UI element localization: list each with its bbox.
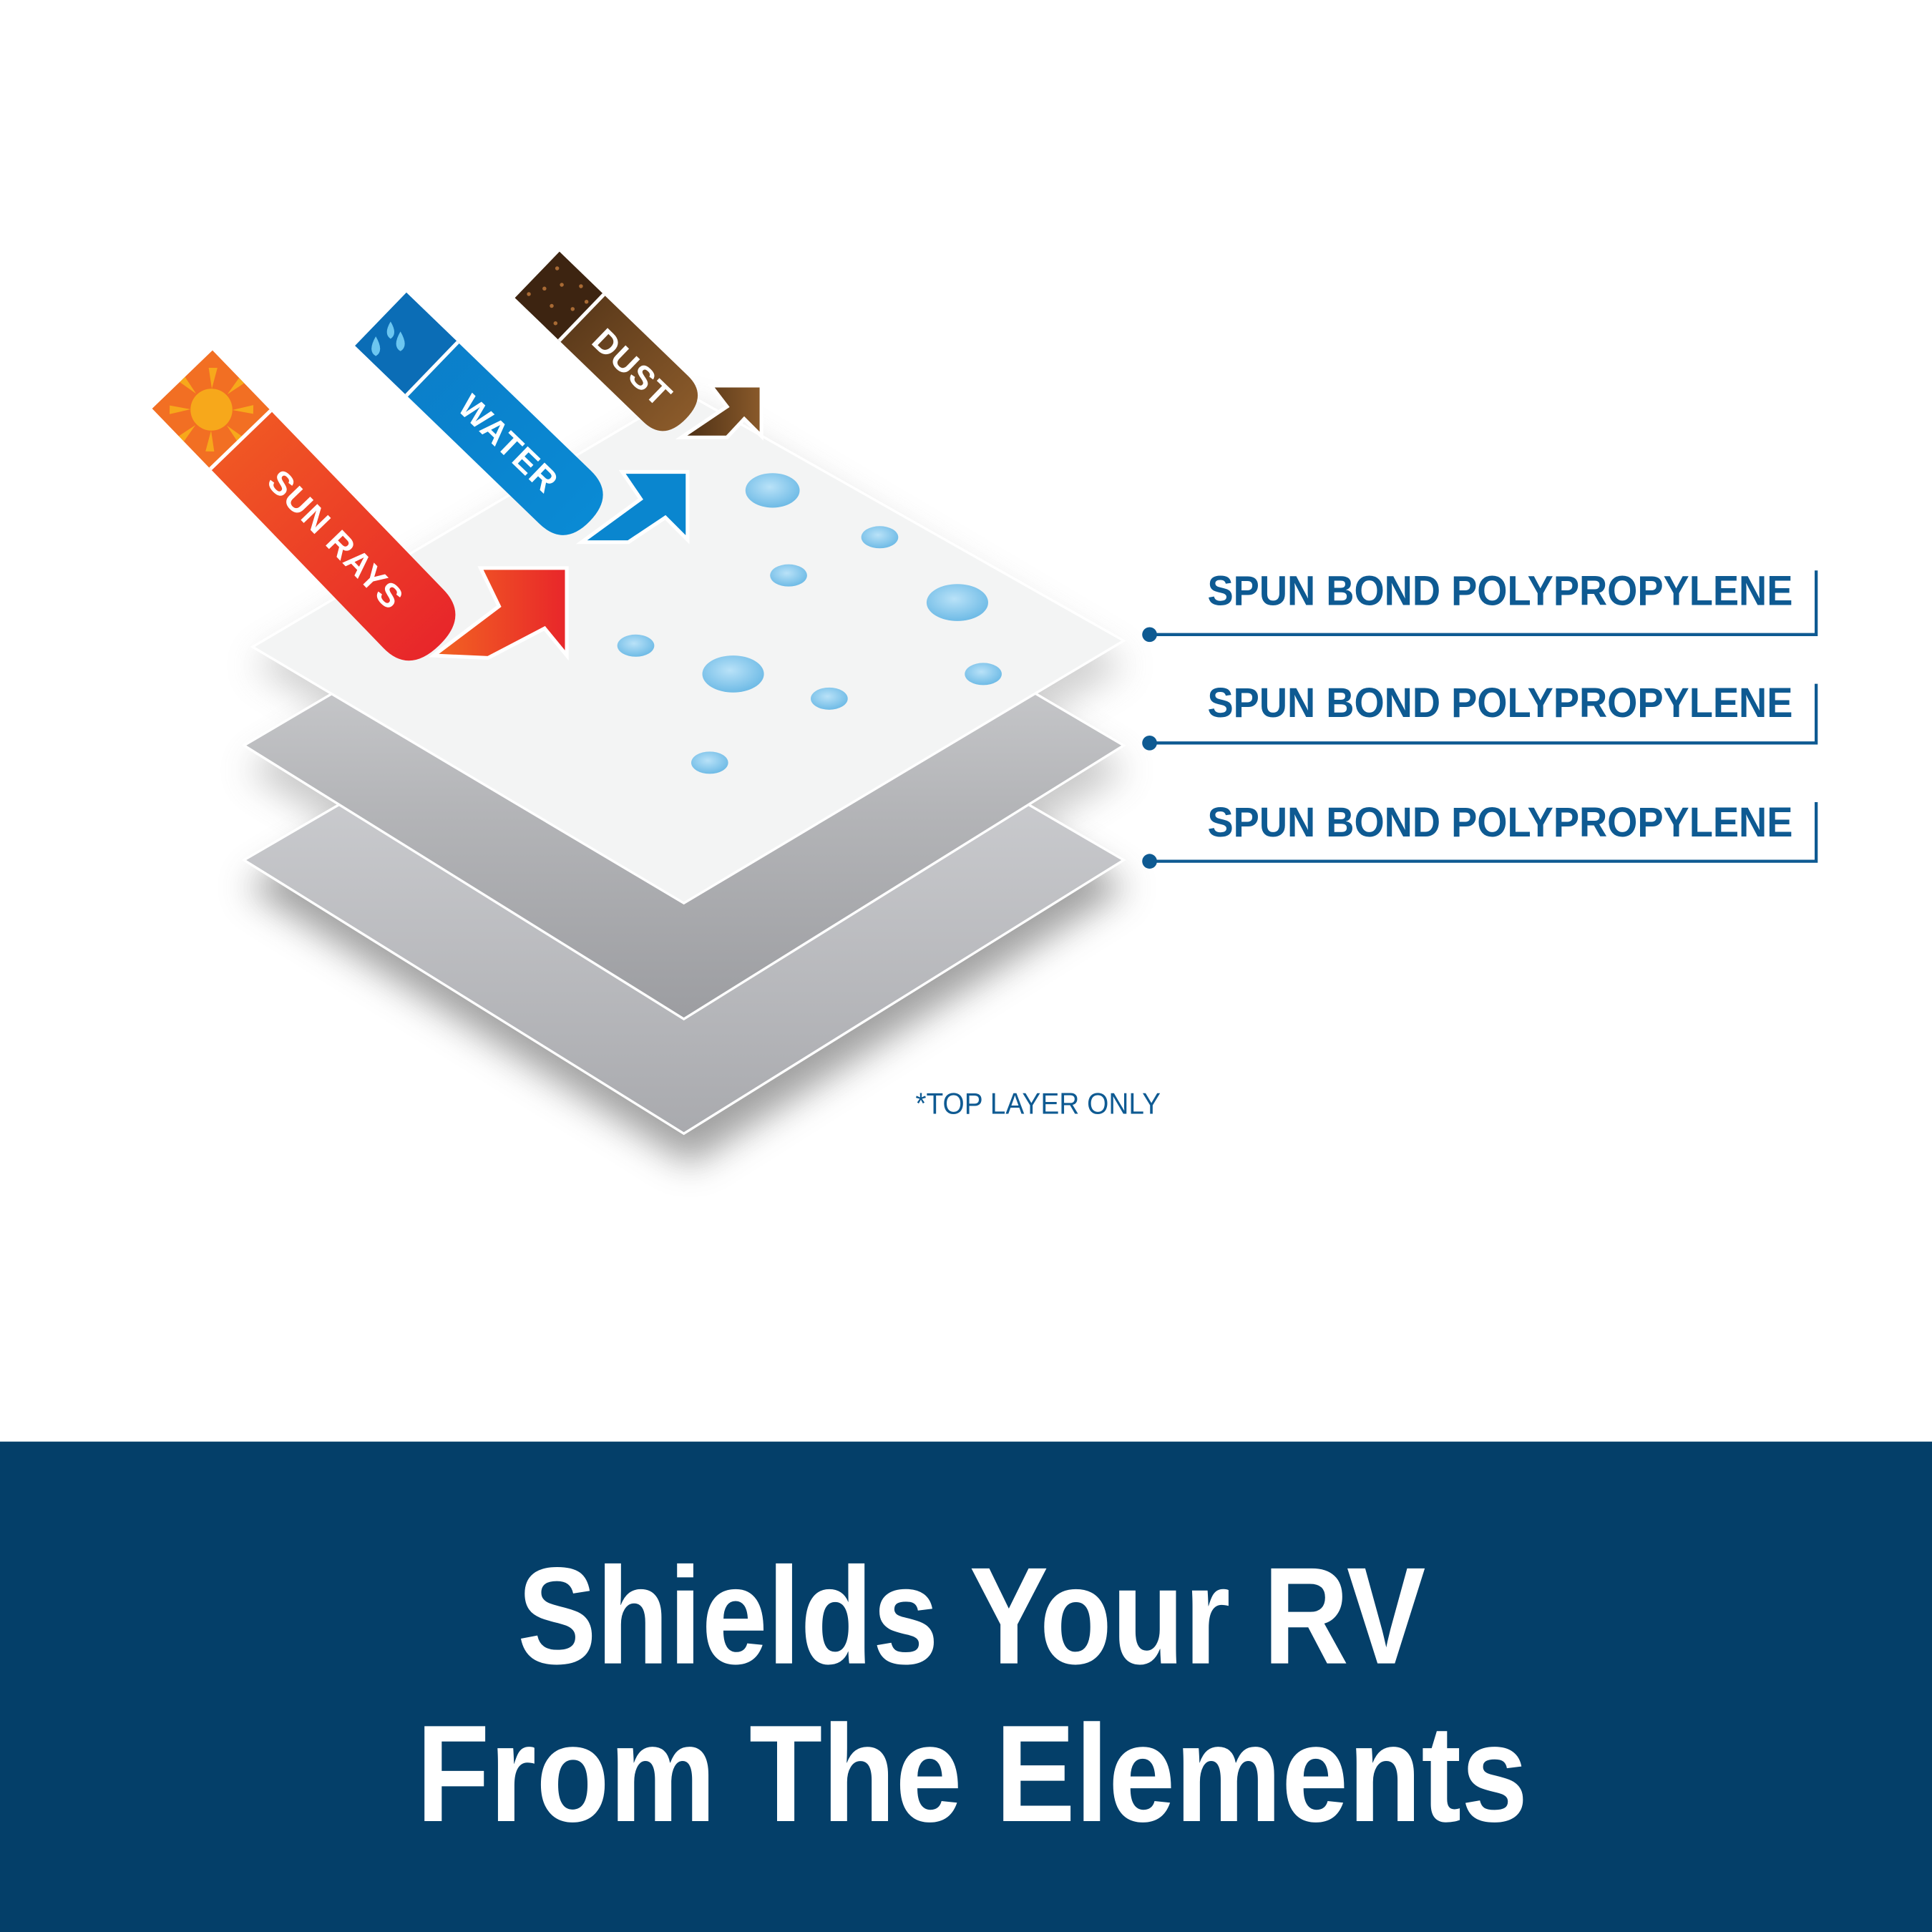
- layer-callout-3: SPUN BOND POLYPROPYLENE: [1142, 799, 1818, 869]
- droplet: [770, 564, 807, 587]
- water-droplets: [617, 473, 1002, 774]
- banner-title-line-1: Shields Your RV: [517, 1538, 1425, 1693]
- title-banner: [0, 1441, 1932, 1932]
- droplet: [811, 687, 848, 710]
- droplet: [965, 663, 1002, 686]
- droplet: [861, 526, 899, 549]
- dust-arrowhead: [675, 384, 763, 441]
- footnote: *TOP LAYER ONLY: [915, 1088, 1161, 1121]
- banner-title-line-2: From The Elements: [416, 1696, 1528, 1850]
- layer-callout-2: SPUN BOND POLYPROPYLENE: [1142, 680, 1818, 751]
- dust-particles-icon: [514, 251, 604, 341]
- dust-arrow: DUST: [514, 251, 763, 441]
- layer-label: SPUN BOND POLYPROPYLENE: [1208, 799, 1793, 846]
- layer-callout-1: SPUN BOND POLYPROPYLENE: [1142, 567, 1818, 643]
- sun-arrowhead: [428, 566, 569, 661]
- sun-rays-arrow: SUN RAYS: [152, 350, 569, 661]
- water-drops-icon: [355, 292, 458, 396]
- droplet: [702, 655, 764, 693]
- layer-label: SPUN BOND POLYPROPYLENE: [1208, 680, 1793, 726]
- droplet: [926, 584, 988, 621]
- droplet: [617, 634, 655, 657]
- water-arrowhead: [575, 469, 690, 545]
- droplet: [691, 751, 728, 774]
- layer-label: SPUN BOND POLYPROPYLENE: [1208, 567, 1793, 614]
- droplet: [745, 473, 800, 508]
